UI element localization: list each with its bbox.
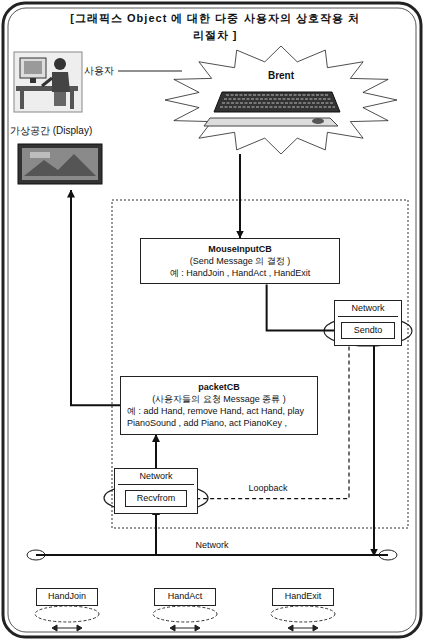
node-text: HandJoin	[40, 591, 94, 603]
node-text: Network	[338, 303, 398, 317]
process-box: MouseInputCB(Send Message 의 결정 )예 : Hand…	[140, 238, 340, 284]
message-box: HandExit	[272, 588, 334, 606]
node-text: Brent	[165, 46, 397, 81]
socket-box: Sendto	[341, 322, 395, 340]
flow-arrow	[239, 154, 241, 238]
flow-arrow	[267, 284, 341, 330]
network-box: NetworkSendto	[334, 300, 402, 346]
flow-arrow	[71, 190, 120, 405]
keyboard-illustration	[204, 92, 340, 126]
starburst-outline	[165, 46, 397, 154]
node-text: HandAct	[158, 591, 212, 603]
node-text: 가상공간 (Display)	[10, 124, 132, 138]
socket-box: Recvfrom	[125, 490, 187, 508]
user-link-line	[118, 70, 182, 71]
device-starburst: Brent	[165, 46, 397, 154]
node-text: 예 : HandJoin , HandAct , HandExit	[147, 267, 333, 279]
network-bus: Network	[36, 540, 388, 556]
node-text: packetCB	[127, 381, 311, 393]
process-region	[112, 200, 408, 528]
inner-frame	[8, 8, 416, 632]
diagram-title: [그래픽스 Object 에 대한 다중 사용자의 상호작용 처리절차 ]	[70, 10, 360, 43]
flow-arrow	[373, 339, 375, 556]
flow-arrow	[155, 507, 157, 556]
node-text: HandExit	[276, 591, 330, 603]
outer-frame	[3, 3, 421, 637]
node-text: (Send Message 의 결정 )	[147, 255, 333, 267]
double-arrows	[52, 625, 318, 631]
node-text: Recvfrom	[129, 493, 183, 505]
user-illustration	[14, 52, 82, 112]
node-text: Network	[36, 540, 388, 550]
node-text: Sendto	[345, 325, 391, 337]
message-box: HandJoin	[36, 588, 98, 606]
message-ellipses	[35, 606, 335, 622]
node-text: Network	[118, 471, 194, 485]
display-screen: 가상공간 (Display)	[10, 124, 132, 190]
node-text: (사용자들의 요청 Message 종류 )	[127, 393, 311, 405]
network-box: NetworkRecvfrom	[114, 468, 198, 514]
node-text: 예 : add Hand, remove Hand, act Hand, pla…	[127, 405, 311, 429]
edge-label: Loopback	[246, 483, 289, 493]
node-text: MouseInputCB	[147, 243, 333, 255]
message-box: HandAct	[154, 588, 216, 606]
process-box: packetCB(사용자들의 요청 Message 종류 )예 : add Ha…	[120, 376, 318, 435]
display-monitor	[18, 144, 102, 184]
user-label: 사용자	[84, 64, 114, 78]
flow-arrow	[155, 435, 157, 468]
